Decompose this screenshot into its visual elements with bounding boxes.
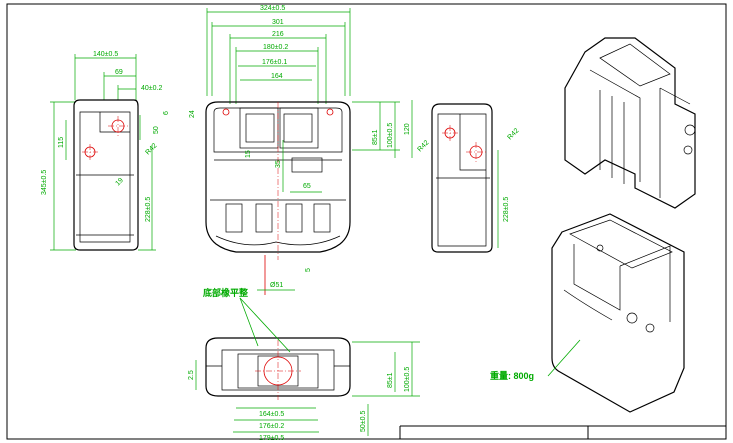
dim-140: 140±0.5 bbox=[93, 51, 118, 58]
dim-100-front: 100±0.5 bbox=[387, 123, 394, 148]
dim-179-bottom: 179±0.5 bbox=[259, 435, 284, 442]
dim-r42-right: R42 bbox=[416, 139, 430, 153]
dim-115: 115 bbox=[58, 137, 65, 148]
right-side-view: 228±0.5 R42 R42 bbox=[416, 103, 521, 253]
dim-164: 164 bbox=[271, 73, 283, 80]
dim-5: 5 bbox=[305, 268, 312, 272]
front-top-dimensions: 324±0.5 301 216 180±0.2 176±0.1 164 bbox=[206, 5, 351, 104]
dim-176-bottom: 176±0.2 bbox=[259, 423, 284, 430]
dim-85-front: 85±1 bbox=[372, 129, 379, 145]
dim-216: 216 bbox=[272, 31, 284, 38]
dim-6: 6 bbox=[163, 111, 170, 115]
drawing-border bbox=[6, 3, 727, 440]
dim-65: 65 bbox=[303, 183, 311, 190]
bottom-view: 2.5 85±1 100±0.5 50±0.5 164±0.5 176±0.2 … bbox=[188, 337, 420, 442]
dim-301: 301 bbox=[272, 19, 284, 26]
dim-r42: R42 bbox=[144, 142, 158, 156]
dim-phi51: Ø51 bbox=[270, 282, 283, 289]
dim-35: 35 bbox=[275, 160, 282, 168]
flat-bottom-annotation: 底部橡平整 bbox=[203, 287, 291, 353]
dim-164-bottom: 164±0.5 bbox=[259, 411, 284, 418]
dim-24: 24 bbox=[189, 110, 196, 118]
dim-228-right: 228±0.5 bbox=[503, 197, 510, 222]
isometric-view-top bbox=[564, 37, 696, 209]
dim-19: 19 bbox=[114, 177, 125, 188]
weight-label: 重量: 800g bbox=[490, 370, 534, 381]
dim-50: 50 bbox=[153, 126, 160, 134]
dim-69: 69 bbox=[115, 69, 123, 76]
dim-100-bottom: 100±0.5 bbox=[404, 367, 411, 392]
dim-2-5: 2.5 bbox=[188, 370, 195, 380]
weight-annotation: 重量: 800g bbox=[490, 339, 581, 381]
dim-50-bottom: 50±0.5 bbox=[360, 411, 367, 432]
dim-15: 15 bbox=[245, 150, 252, 158]
front-view: 24 15 35 65 Ø51 5 85±1 100±0.5 120 bbox=[189, 100, 413, 295]
dim-85-bottom: 85±1 bbox=[387, 372, 394, 388]
dim-228-left: 228±0.5 bbox=[145, 197, 152, 222]
annotation-note: 底部橡平整 bbox=[203, 287, 248, 298]
dim-324: 324±0.5 bbox=[260, 5, 285, 12]
dim-r42-right-2: R42 bbox=[506, 127, 520, 141]
dim-40: 40±0.2 bbox=[141, 85, 162, 92]
dim-180: 180±0.2 bbox=[263, 44, 288, 51]
dim-120: 120 bbox=[404, 123, 411, 135]
isometric-view-bottom bbox=[551, 213, 685, 413]
dim-345: 345±0.5 bbox=[41, 170, 48, 195]
left-side-view: 140±0.5 69 40±0.2 345±0.5 115 228±0.5 50… bbox=[41, 51, 170, 251]
dim-176: 176±0.1 bbox=[262, 59, 287, 66]
